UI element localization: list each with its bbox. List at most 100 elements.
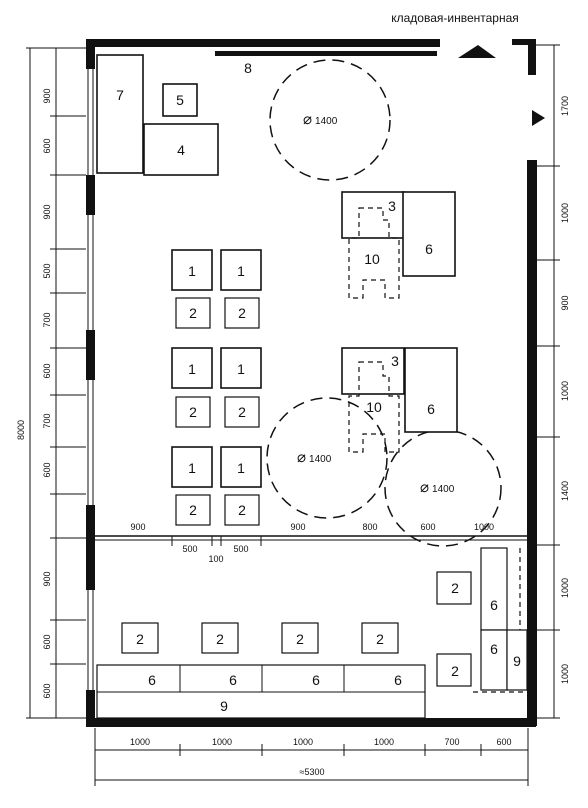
service-zone-circle-2 [266, 397, 388, 519]
dim-label: 600 [42, 462, 52, 477]
dim-label: 600 [42, 683, 52, 698]
left-wall-pier-3 [86, 505, 95, 590]
label-9: 9 [513, 653, 521, 669]
label-10-b: 10 [366, 399, 382, 415]
left-wall-pier-2 [86, 330, 95, 380]
equipment-1 [220, 249, 262, 291]
equipment-6 [480, 629, 508, 691]
dim-label: 900 [42, 571, 52, 586]
label-2: 2 [296, 631, 304, 647]
left-ticks [26, 47, 86, 719]
left-wall-top [86, 39, 95, 69]
equipment-9 [506, 629, 528, 691]
label-2: 2 [451, 580, 459, 596]
dim-label: 1000 [130, 737, 150, 747]
equipment-6 [480, 547, 508, 631]
equipment-8 [215, 51, 437, 56]
equipment-2 [436, 653, 472, 687]
bottom-total-label: ≈5300 [300, 767, 325, 777]
bottom-wall [86, 718, 536, 727]
label-9: 9 [220, 698, 228, 714]
equipment-7 [96, 54, 144, 174]
top-right-wall [512, 39, 536, 45]
dim-label: 600 [42, 634, 52, 649]
label-6: 6 [148, 672, 156, 688]
label-3-b: 3 [391, 353, 399, 369]
label-6: 6 [394, 672, 402, 688]
label-6-a: 6 [425, 241, 433, 257]
service-zone-circle-1 [269, 59, 391, 181]
dim-label: 600 [496, 737, 511, 747]
equipment-2 [175, 396, 211, 428]
equipment-2 [201, 622, 239, 654]
dim-label: 700 [42, 413, 52, 428]
equipment-1 [171, 446, 213, 488]
label-6: 6 [312, 672, 320, 688]
equipment-2 [224, 494, 260, 526]
right-wall [527, 160, 537, 726]
label-7: 7 [116, 87, 124, 103]
dim-label: 1000 [474, 522, 494, 532]
label-1: 1 [237, 361, 245, 377]
label-6: 6 [229, 672, 237, 688]
label-1: 1 [237, 263, 245, 279]
label-6: 6 [490, 597, 498, 613]
left-wall-pier-1 [86, 175, 95, 215]
label-2: 2 [238, 404, 246, 420]
circle-3-label: ⌀1400 [420, 479, 455, 496]
arrow-right-icon [532, 110, 545, 126]
dim-label: 1000 [560, 381, 570, 401]
dim-label: 500 [42, 263, 52, 278]
dim-label: 600 [420, 522, 435, 532]
dim-label: 600 [42, 138, 52, 153]
label-2: 2 [376, 631, 384, 647]
label-2: 2 [238, 502, 246, 518]
dim-label: 900 [290, 522, 305, 532]
equipment-2 [121, 622, 159, 654]
dim-label: 1000 [560, 578, 570, 598]
label-1: 1 [188, 263, 196, 279]
room-label: кладовая-инвентарная [391, 11, 519, 25]
label-10-a: 10 [364, 251, 380, 267]
arrow-up-icon [458, 45, 496, 58]
top-wall [86, 39, 440, 47]
label-2: 2 [216, 631, 224, 647]
middle-ticks [171, 536, 262, 546]
label-1: 1 [188, 361, 196, 377]
dim-label: 900 [560, 295, 570, 310]
equipment-2 [175, 297, 211, 329]
top-right-wall-stub [528, 39, 536, 75]
dim-label: 600 [42, 363, 52, 378]
dim-label: 1000 [560, 664, 570, 684]
chair-10-a [348, 207, 400, 299]
circle-2-label: ⌀1400 [297, 449, 332, 466]
walls [86, 39, 545, 727]
dim-label: 1000 [560, 203, 570, 223]
equipment-1 [171, 347, 213, 389]
left-wall-bottom [86, 690, 95, 727]
equipment-2 [175, 494, 211, 526]
equipment-2 [361, 622, 399, 654]
label-2: 2 [451, 663, 459, 679]
dim-label: 100 [208, 554, 223, 564]
dim-label: 700 [42, 312, 52, 327]
dim-label: 1700 [560, 96, 570, 116]
equipment-1 [220, 446, 262, 488]
label-2: 2 [238, 305, 246, 321]
dim-label: 1000 [212, 737, 232, 747]
left-total-label: 8000 [16, 420, 26, 440]
equipment-1 [220, 347, 262, 389]
label-2: 2 [189, 502, 197, 518]
label-2: 2 [136, 631, 144, 647]
dim-label: 800 [362, 522, 377, 532]
label-5: 5 [176, 92, 184, 108]
dim-label: 900 [130, 522, 145, 532]
right-ticks [536, 44, 560, 719]
dim-label: 500 [233, 544, 248, 554]
equipment-3-b [341, 347, 405, 395]
equipment-2 [224, 396, 260, 428]
equipment-6-a [402, 191, 456, 277]
label-2: 2 [189, 305, 197, 321]
lower-room: 2 2 2 2 6 6 6 6 9 2 2 6 6 9 [96, 547, 528, 719]
